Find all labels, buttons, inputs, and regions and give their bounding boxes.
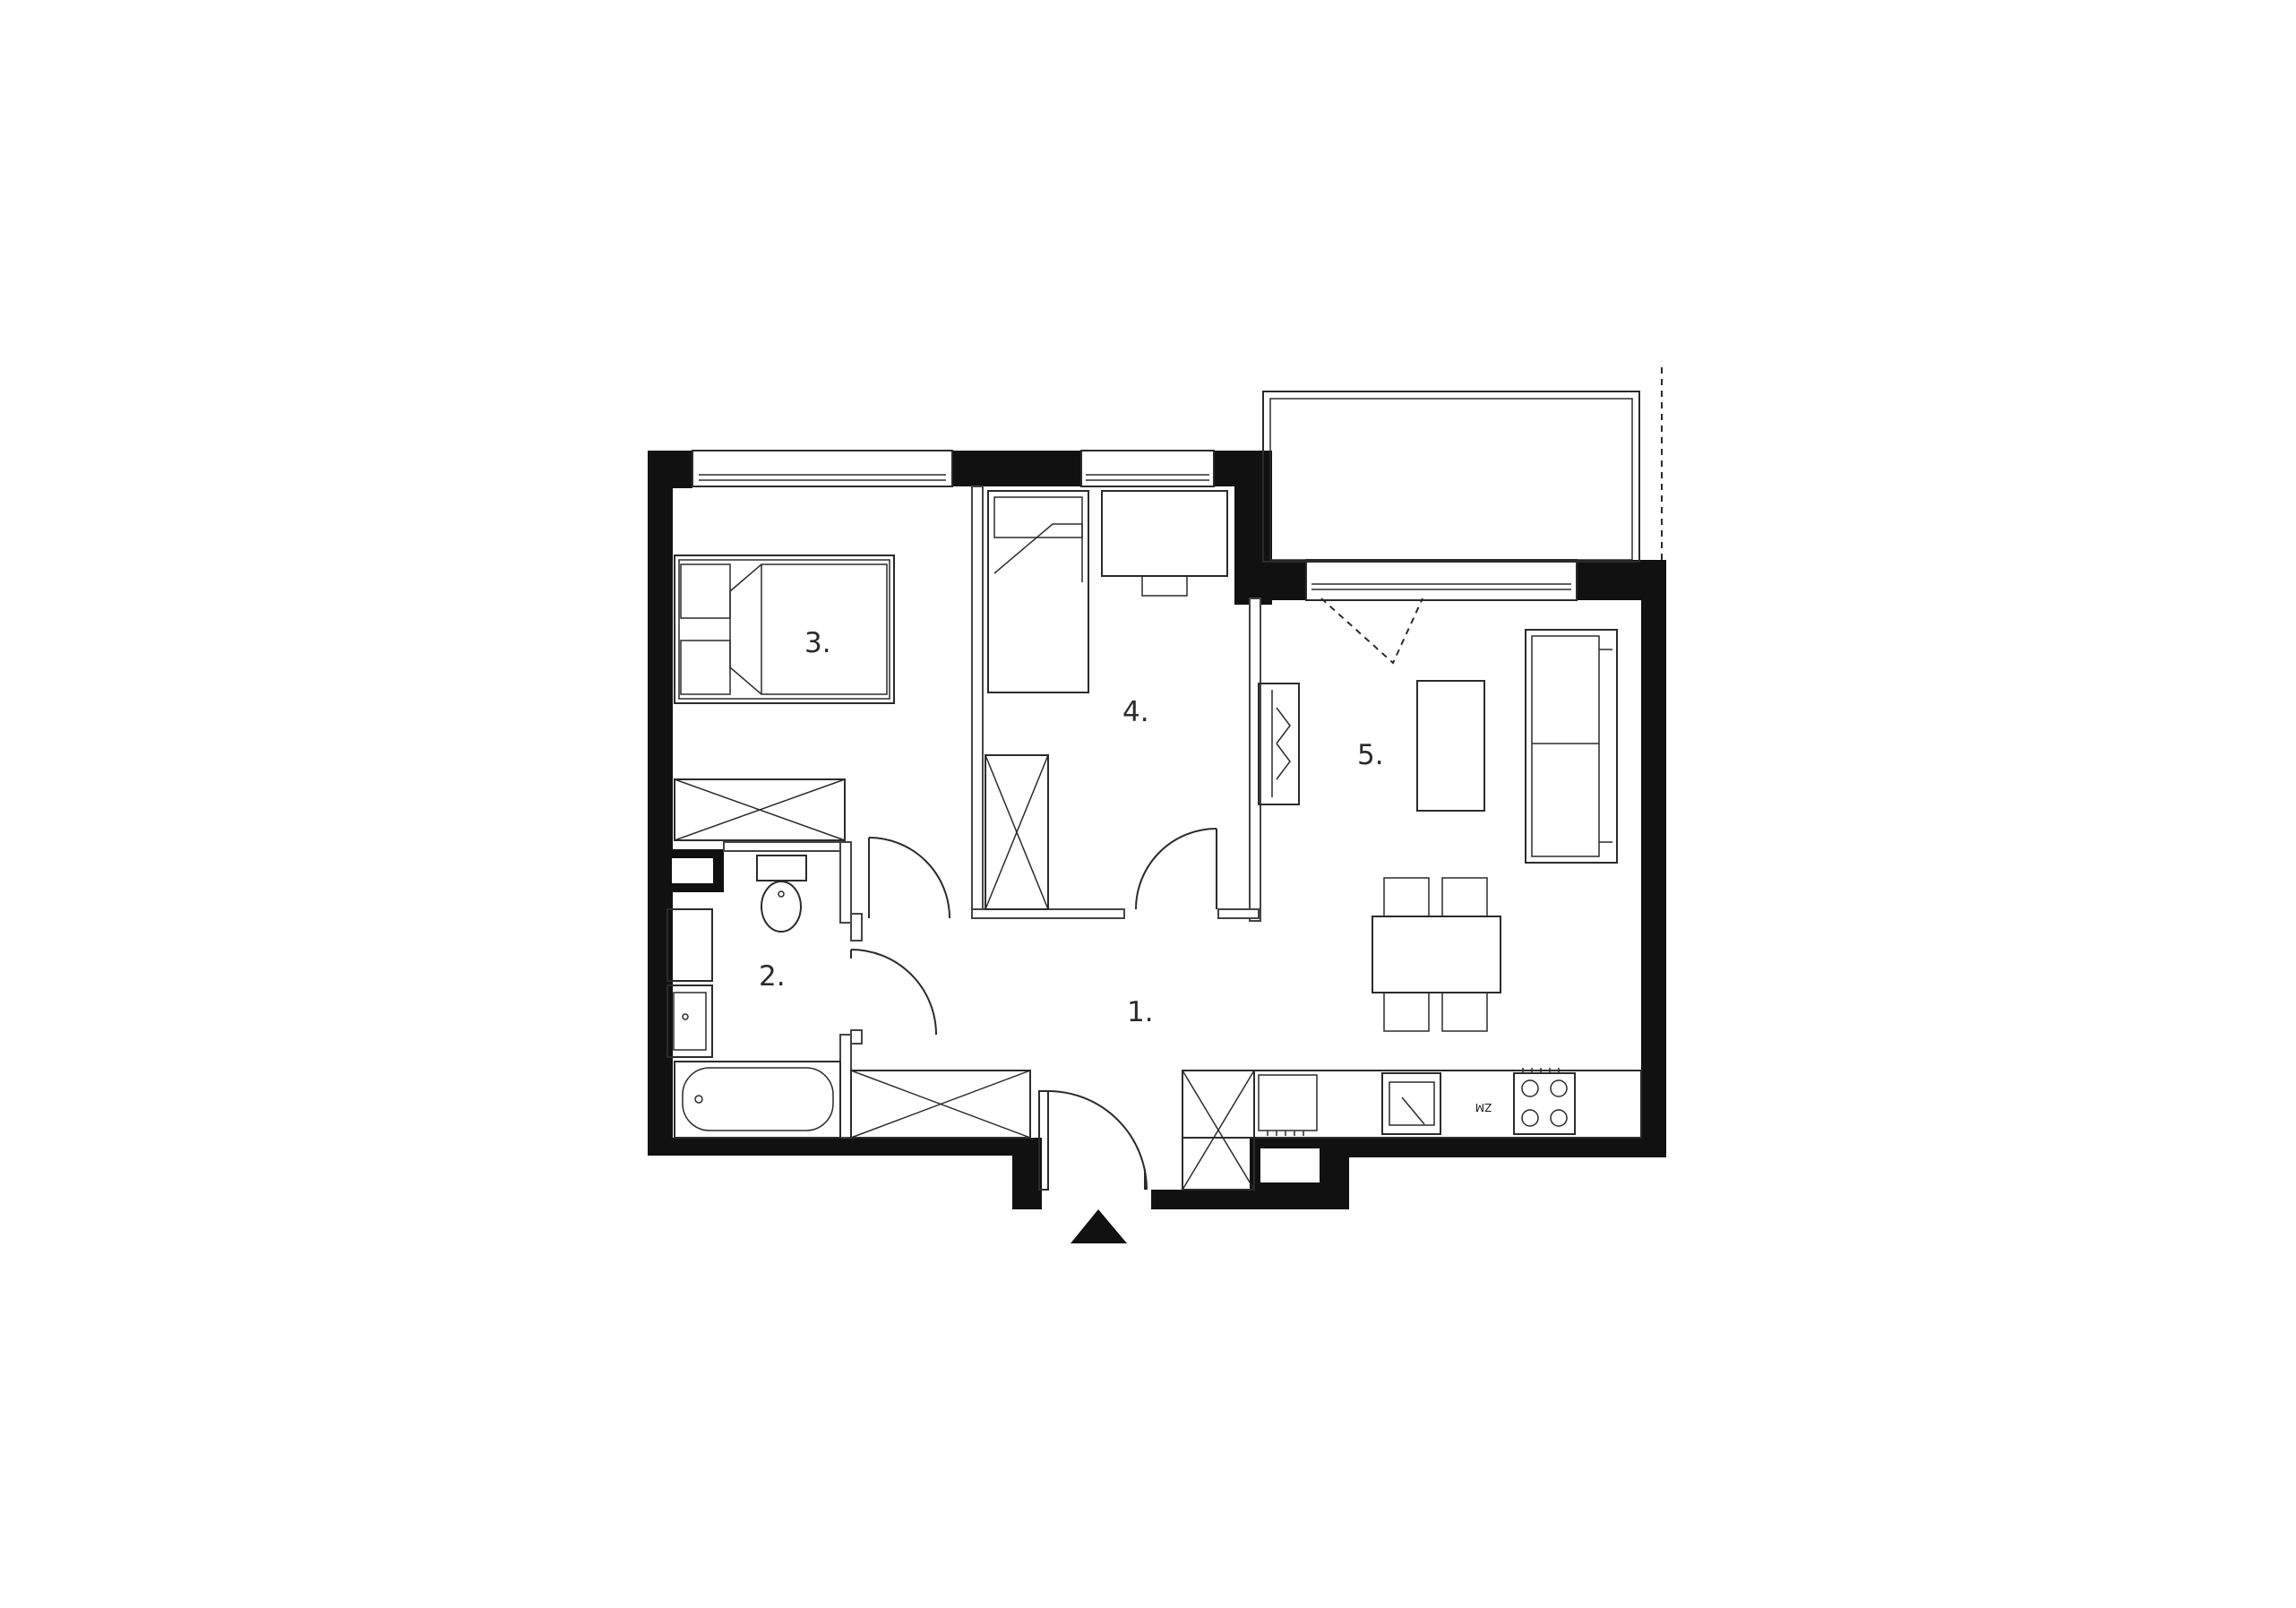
toilet — [756, 855, 807, 933]
desk — [1101, 490, 1228, 597]
room-label-5: 5. — [1357, 739, 1384, 771]
partitions — [723, 486, 1261, 1139]
coffee-table — [1416, 680, 1485, 812]
exterior-walls — [648, 451, 1666, 1209]
room-label-1: 1. — [1127, 996, 1154, 1028]
room-label-2: 2. — [759, 960, 786, 993]
kitchen-counter — [1182, 1068, 1642, 1191]
washbasin — [666, 985, 713, 1058]
dishwasher-label: ZM — [1475, 1101, 1492, 1114]
doors — [850, 828, 1217, 1191]
wardrobe-hall — [850, 1070, 1031, 1139]
tv-cabinet — [1258, 683, 1300, 805]
washing-machine — [666, 908, 713, 982]
balcony — [1262, 367, 1663, 665]
bed-double — [674, 555, 895, 704]
windows — [692, 450, 1578, 601]
dining-set — [1372, 877, 1501, 1032]
sofa — [1525, 629, 1618, 864]
wardrobe-room-4 — [985, 754, 1049, 910]
bed-single — [987, 490, 1089, 693]
wardrobe-room-3 — [674, 778, 846, 841]
room-label-3: 3. — [804, 627, 831, 659]
bathtub — [674, 1061, 841, 1139]
room-label-4: 4. — [1122, 696, 1149, 728]
entrance-arrow-icon — [1071, 1209, 1127, 1243]
